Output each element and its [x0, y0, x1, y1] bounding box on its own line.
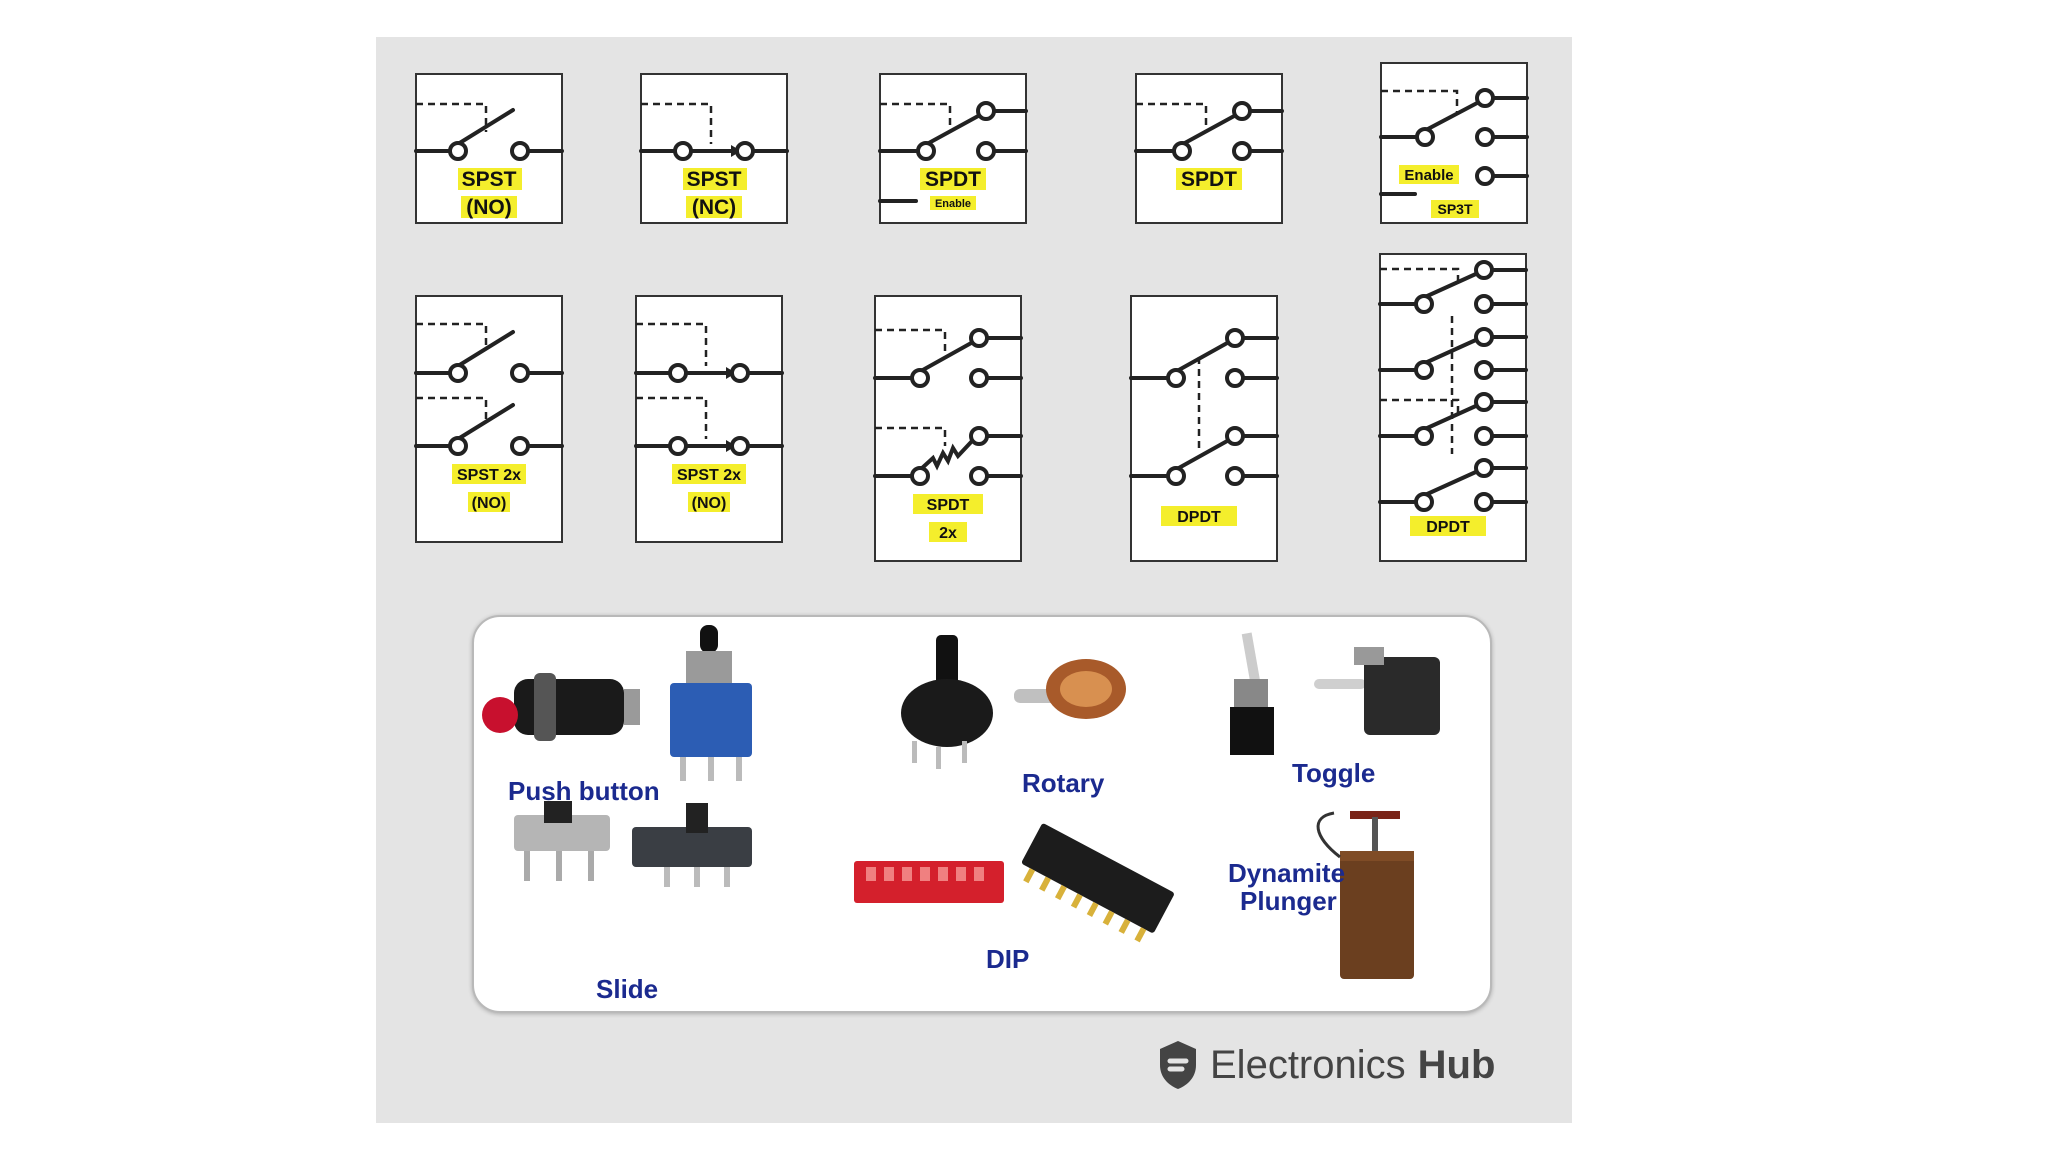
label-push-button: Push button [508, 776, 660, 806]
label-dynamite-line1: Dynamite [1228, 858, 1346, 888]
symbol-spst-no: SPST (NO) [414, 73, 564, 224]
symbol-spst-nc: SPST (NC) [639, 73, 789, 224]
symbol-label: Enable [1404, 167, 1453, 184]
symbol-label: DPDT [1177, 509, 1221, 526]
symbol-label: DPDT [1426, 519, 1470, 536]
push-button-blue-photo [670, 625, 752, 781]
slide-switch-photo [514, 801, 752, 887]
symbol-spst-2x-a: SPST 2x (NO) [414, 295, 564, 543]
figure-panel: SPST (NO) SPST (NC) [376, 37, 1572, 1123]
symbol-label: Enable [935, 198, 971, 210]
symbol-spdt: SPDT [1134, 73, 1284, 224]
symbol-dpdt-a: DPDT [1129, 295, 1279, 562]
switch-types-card: Push button Rotary Toggle Slide DIP Dyna… [472, 615, 1492, 1013]
label-slide: Slide [596, 974, 659, 1004]
symbol-label: SP3T [1437, 201, 1472, 217]
brand-logo: Electronics Hub [1156, 1037, 1495, 1093]
label-toggle: Toggle [1292, 758, 1376, 788]
symbol-label: SPST 2x [677, 467, 741, 484]
switch-symbol-grid: SPST (NO) SPST (NC) [414, 62, 1529, 562]
symbol-label: SPDT [925, 168, 981, 191]
symbol-spdt-enable: SPDT Enable [878, 73, 1028, 224]
symbol-label: (NO) [472, 495, 507, 512]
brand-name-bold: Hub [1417, 1042, 1496, 1087]
symbol-label: (NO) [692, 495, 727, 512]
brand-name-regular: Electronics [1210, 1042, 1406, 1087]
rotary-switch-photo [901, 635, 1126, 769]
symbol-sp3t: Enable SP3T [1379, 62, 1529, 224]
symbol-label: (NC) [692, 196, 736, 219]
toggle-switch-photo [1230, 632, 1440, 755]
symbol-dpdt-b: DPDT [1378, 253, 1528, 562]
symbol-label: SPST [687, 168, 742, 191]
dip-switch-photo [854, 823, 1174, 943]
push-button-photo [482, 673, 640, 741]
symbol-label: SPDT [927, 497, 970, 514]
symbol-label: (NO) [466, 196, 512, 219]
symbol-label: SPDT [1181, 168, 1237, 191]
dynamite-plunger-photo [1316, 811, 1414, 979]
symbol-spst-2x-b: SPST 2x (NO) [634, 295, 784, 543]
switch-photos [482, 625, 1440, 979]
label-rotary: Rotary [1022, 768, 1105, 798]
label-dip: DIP [986, 944, 1030, 974]
symbol-label: 2x [939, 525, 957, 542]
symbol-label: SPST [462, 168, 517, 191]
label-dynamite-line2: Plunger [1240, 886, 1337, 916]
symbol-label: SPST 2x [457, 467, 521, 484]
symbol-spdt-2x: SPDT 2x [873, 295, 1023, 562]
shield-icon [1160, 1041, 1196, 1089]
